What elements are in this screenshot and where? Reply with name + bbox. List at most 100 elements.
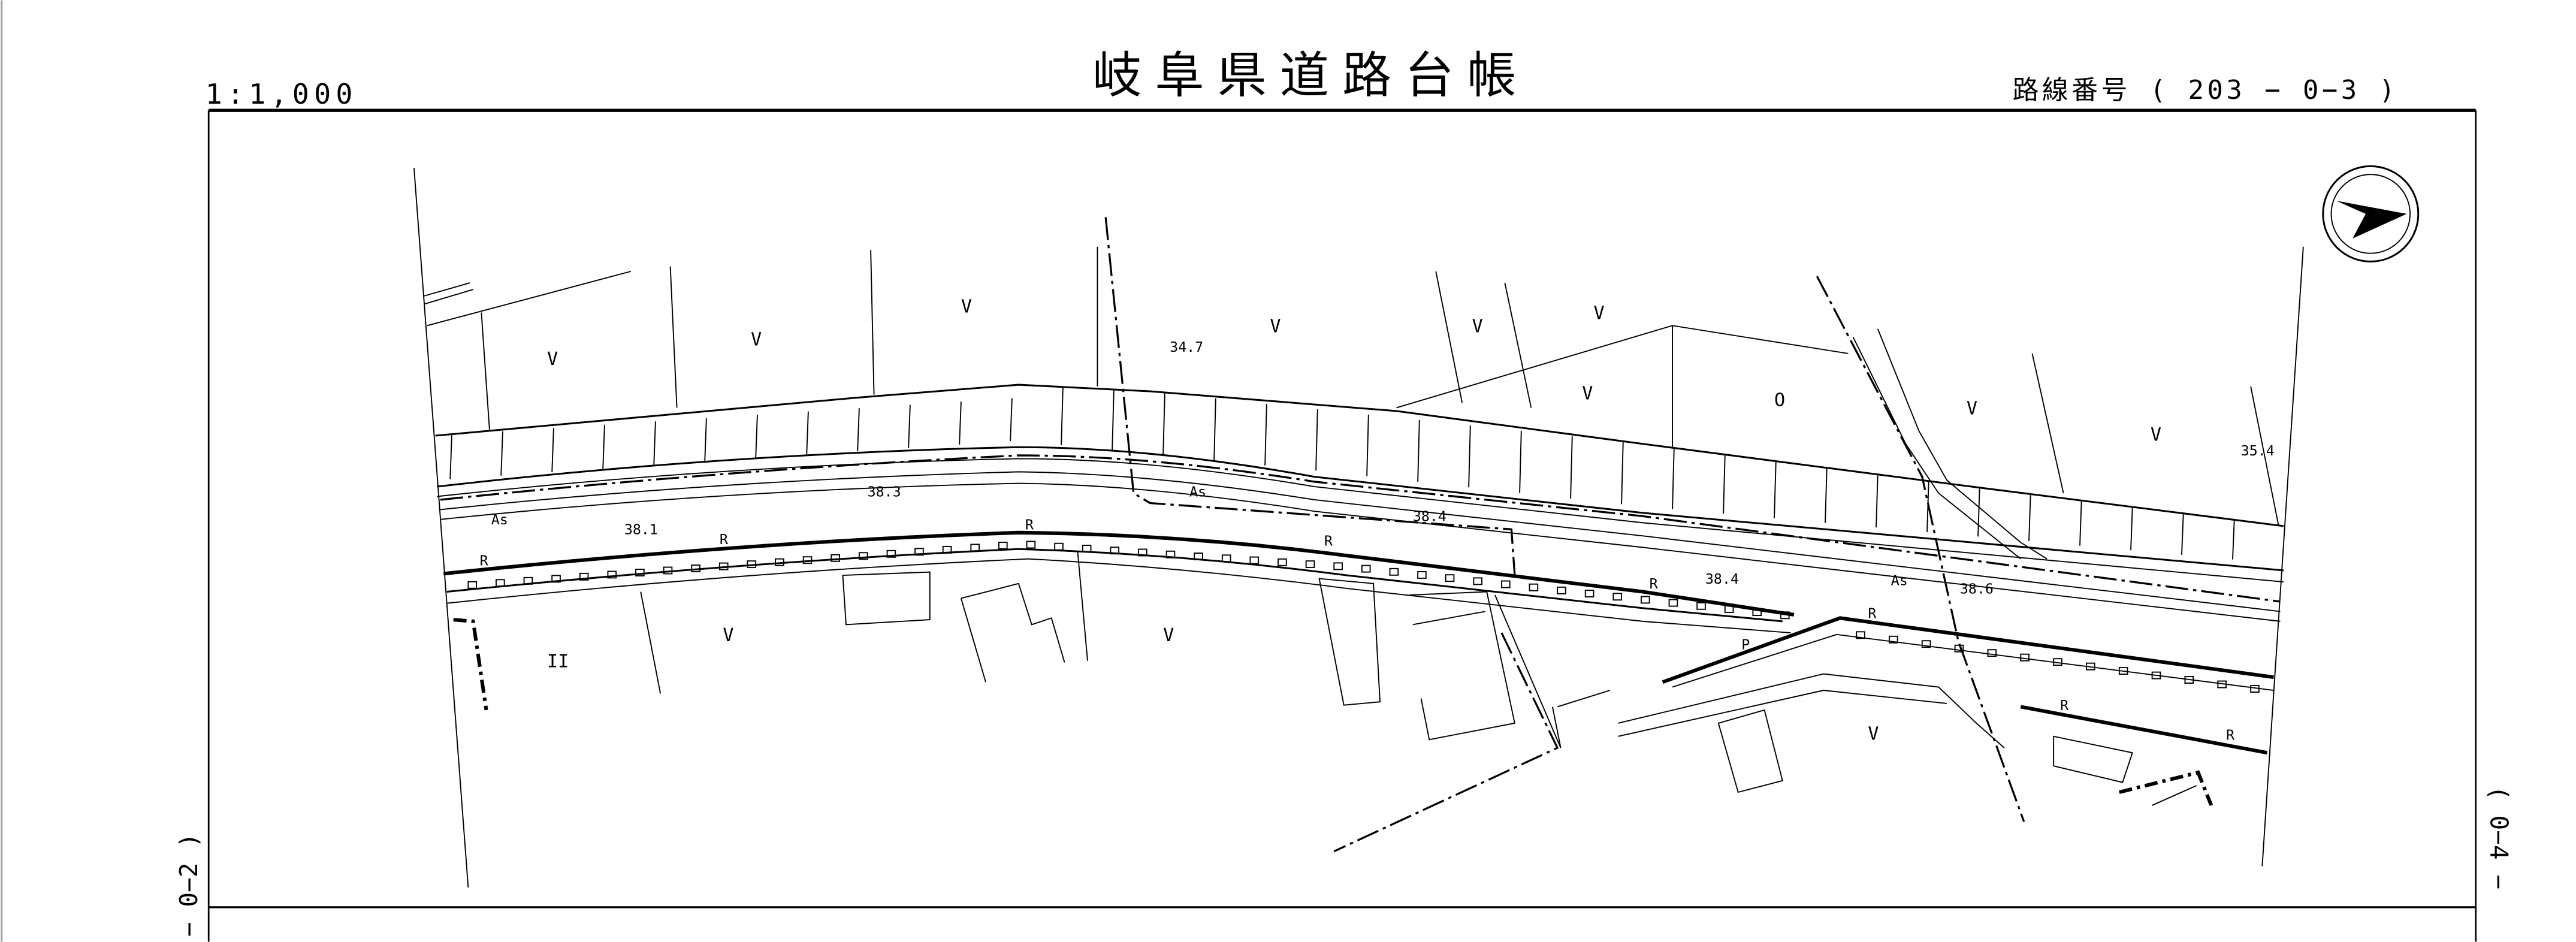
scale-label: 1:1,000 <box>206 78 358 110</box>
curb-marker <box>1278 558 1287 566</box>
curb-marker <box>1889 635 1898 644</box>
slope-hatch <box>857 408 860 452</box>
marker-label: R <box>2226 727 2235 743</box>
slope-hatch <box>1621 442 1624 505</box>
slope-hatch <box>959 401 962 445</box>
slope-hatch <box>2028 493 2031 542</box>
curb-marker <box>1856 631 1865 639</box>
svg-text:V: V <box>751 329 762 350</box>
elevation-label: 38.4 <box>1413 509 1446 525</box>
curb-marker <box>970 544 980 552</box>
curb-marker <box>1584 590 1594 598</box>
slope-hatch <box>1876 473 1879 528</box>
slope-hatch <box>1774 461 1777 518</box>
curb-marker <box>1333 562 1343 570</box>
elevation-label: 38.3 <box>868 484 901 500</box>
svg-text:V: V <box>1868 723 1879 744</box>
slope-hatch <box>1366 414 1369 476</box>
slope-hatch <box>704 418 707 462</box>
slope-hatch <box>500 431 503 476</box>
curb-marker <box>2020 653 2030 662</box>
curb-marker <box>1221 554 1231 563</box>
curb-marker <box>831 554 840 562</box>
slope-hatch <box>449 434 452 479</box>
curb-marker <box>607 570 617 579</box>
svg-text:V: V <box>1593 303 1604 324</box>
slope-hatch <box>1723 454 1726 514</box>
slope-hatch <box>551 428 554 472</box>
marker-label: R <box>2060 698 2069 714</box>
curb-marker <box>1612 593 1623 601</box>
svg-text:V: V <box>1270 316 1281 337</box>
svg-text:O: O <box>1774 390 1785 411</box>
surface-label: As <box>491 512 508 528</box>
curb-marker <box>858 552 868 560</box>
svg-text:V: V <box>2151 424 2161 445</box>
elevation-label: 38.6 <box>1960 581 1994 597</box>
curb-marker <box>1305 560 1315 569</box>
slope-hatch <box>1061 387 1064 445</box>
curb-marker <box>886 550 896 558</box>
slope-hatch <box>1315 409 1318 471</box>
curb-marker <box>1249 556 1260 564</box>
curb-marker <box>1529 583 1539 591</box>
curb-marker <box>998 542 1008 550</box>
svg-text:V: V <box>1582 384 1593 404</box>
slope-hatch <box>1672 448 1675 509</box>
slope-hatch <box>602 424 605 469</box>
slope-hatch <box>1570 436 1573 499</box>
slope-hatch <box>755 415 758 458</box>
route-number: 路線番号 ( 203 − 0−3 ) <box>2013 75 2399 105</box>
marker-label: R <box>480 553 489 569</box>
curb-marker <box>1987 649 1997 657</box>
curb-marker <box>579 572 589 581</box>
page-title: 岐阜県道路台帳 <box>1092 47 1529 104</box>
curb-marker <box>1361 564 1371 573</box>
slope-hatch <box>1468 425 1471 488</box>
marker-label: R <box>1650 576 1659 592</box>
slope-hatch <box>1162 393 1165 455</box>
elevation-label: 34.7 <box>1170 339 1203 355</box>
elevation-label: 38.4 <box>1705 571 1739 587</box>
slope-hatch <box>2181 513 2184 555</box>
curb-marker <box>1921 640 1931 648</box>
marker-label: R <box>720 532 729 548</box>
marker-label: R <box>1025 517 1034 533</box>
curb-marker <box>467 581 478 589</box>
elevation-label: 38.1 <box>624 522 658 538</box>
curb-marker <box>1389 567 1399 576</box>
curb-marker <box>1445 574 1455 582</box>
curb-marker <box>1026 541 1036 549</box>
slope-hatch <box>2130 506 2133 551</box>
slope-hatch <box>1010 398 1013 442</box>
slope-hatch <box>1417 419 1420 482</box>
curb-marker <box>496 579 505 587</box>
slope-hatch <box>908 404 911 448</box>
curb-marker <box>1641 596 1650 604</box>
curb-marker <box>1557 586 1566 594</box>
marker-label: R <box>1868 605 1877 621</box>
svg-text:V: V <box>547 349 558 370</box>
north-arrow-icon <box>2322 165 2420 262</box>
curb-marker <box>1668 599 1678 607</box>
surface-label: As <box>1891 573 1908 589</box>
curb-marker <box>635 569 645 576</box>
left-side-label: − 0−2 ) <box>174 833 203 937</box>
curb-marker <box>1417 571 1427 579</box>
svg-text:V: V <box>723 625 733 646</box>
surface-label: As <box>1189 484 1206 500</box>
slope-hatch <box>1825 467 1828 523</box>
curb-marker <box>1696 602 1706 610</box>
elevation-label: 35.4 <box>2241 443 2275 459</box>
svg-text:V: V <box>1967 398 1977 419</box>
marker-label: P <box>1741 636 1750 653</box>
road-map-drawing <box>413 168 2304 888</box>
slope-hatch <box>1112 389 1115 451</box>
svg-text:V: V <box>1472 316 1483 337</box>
slope-hatch <box>1977 487 1980 537</box>
svg-text:V: V <box>1163 625 1174 646</box>
svg-text:V: V <box>961 296 972 317</box>
slope-hatch <box>1264 403 1267 466</box>
right-side-label: ( 0−4 − <box>2484 786 2513 889</box>
